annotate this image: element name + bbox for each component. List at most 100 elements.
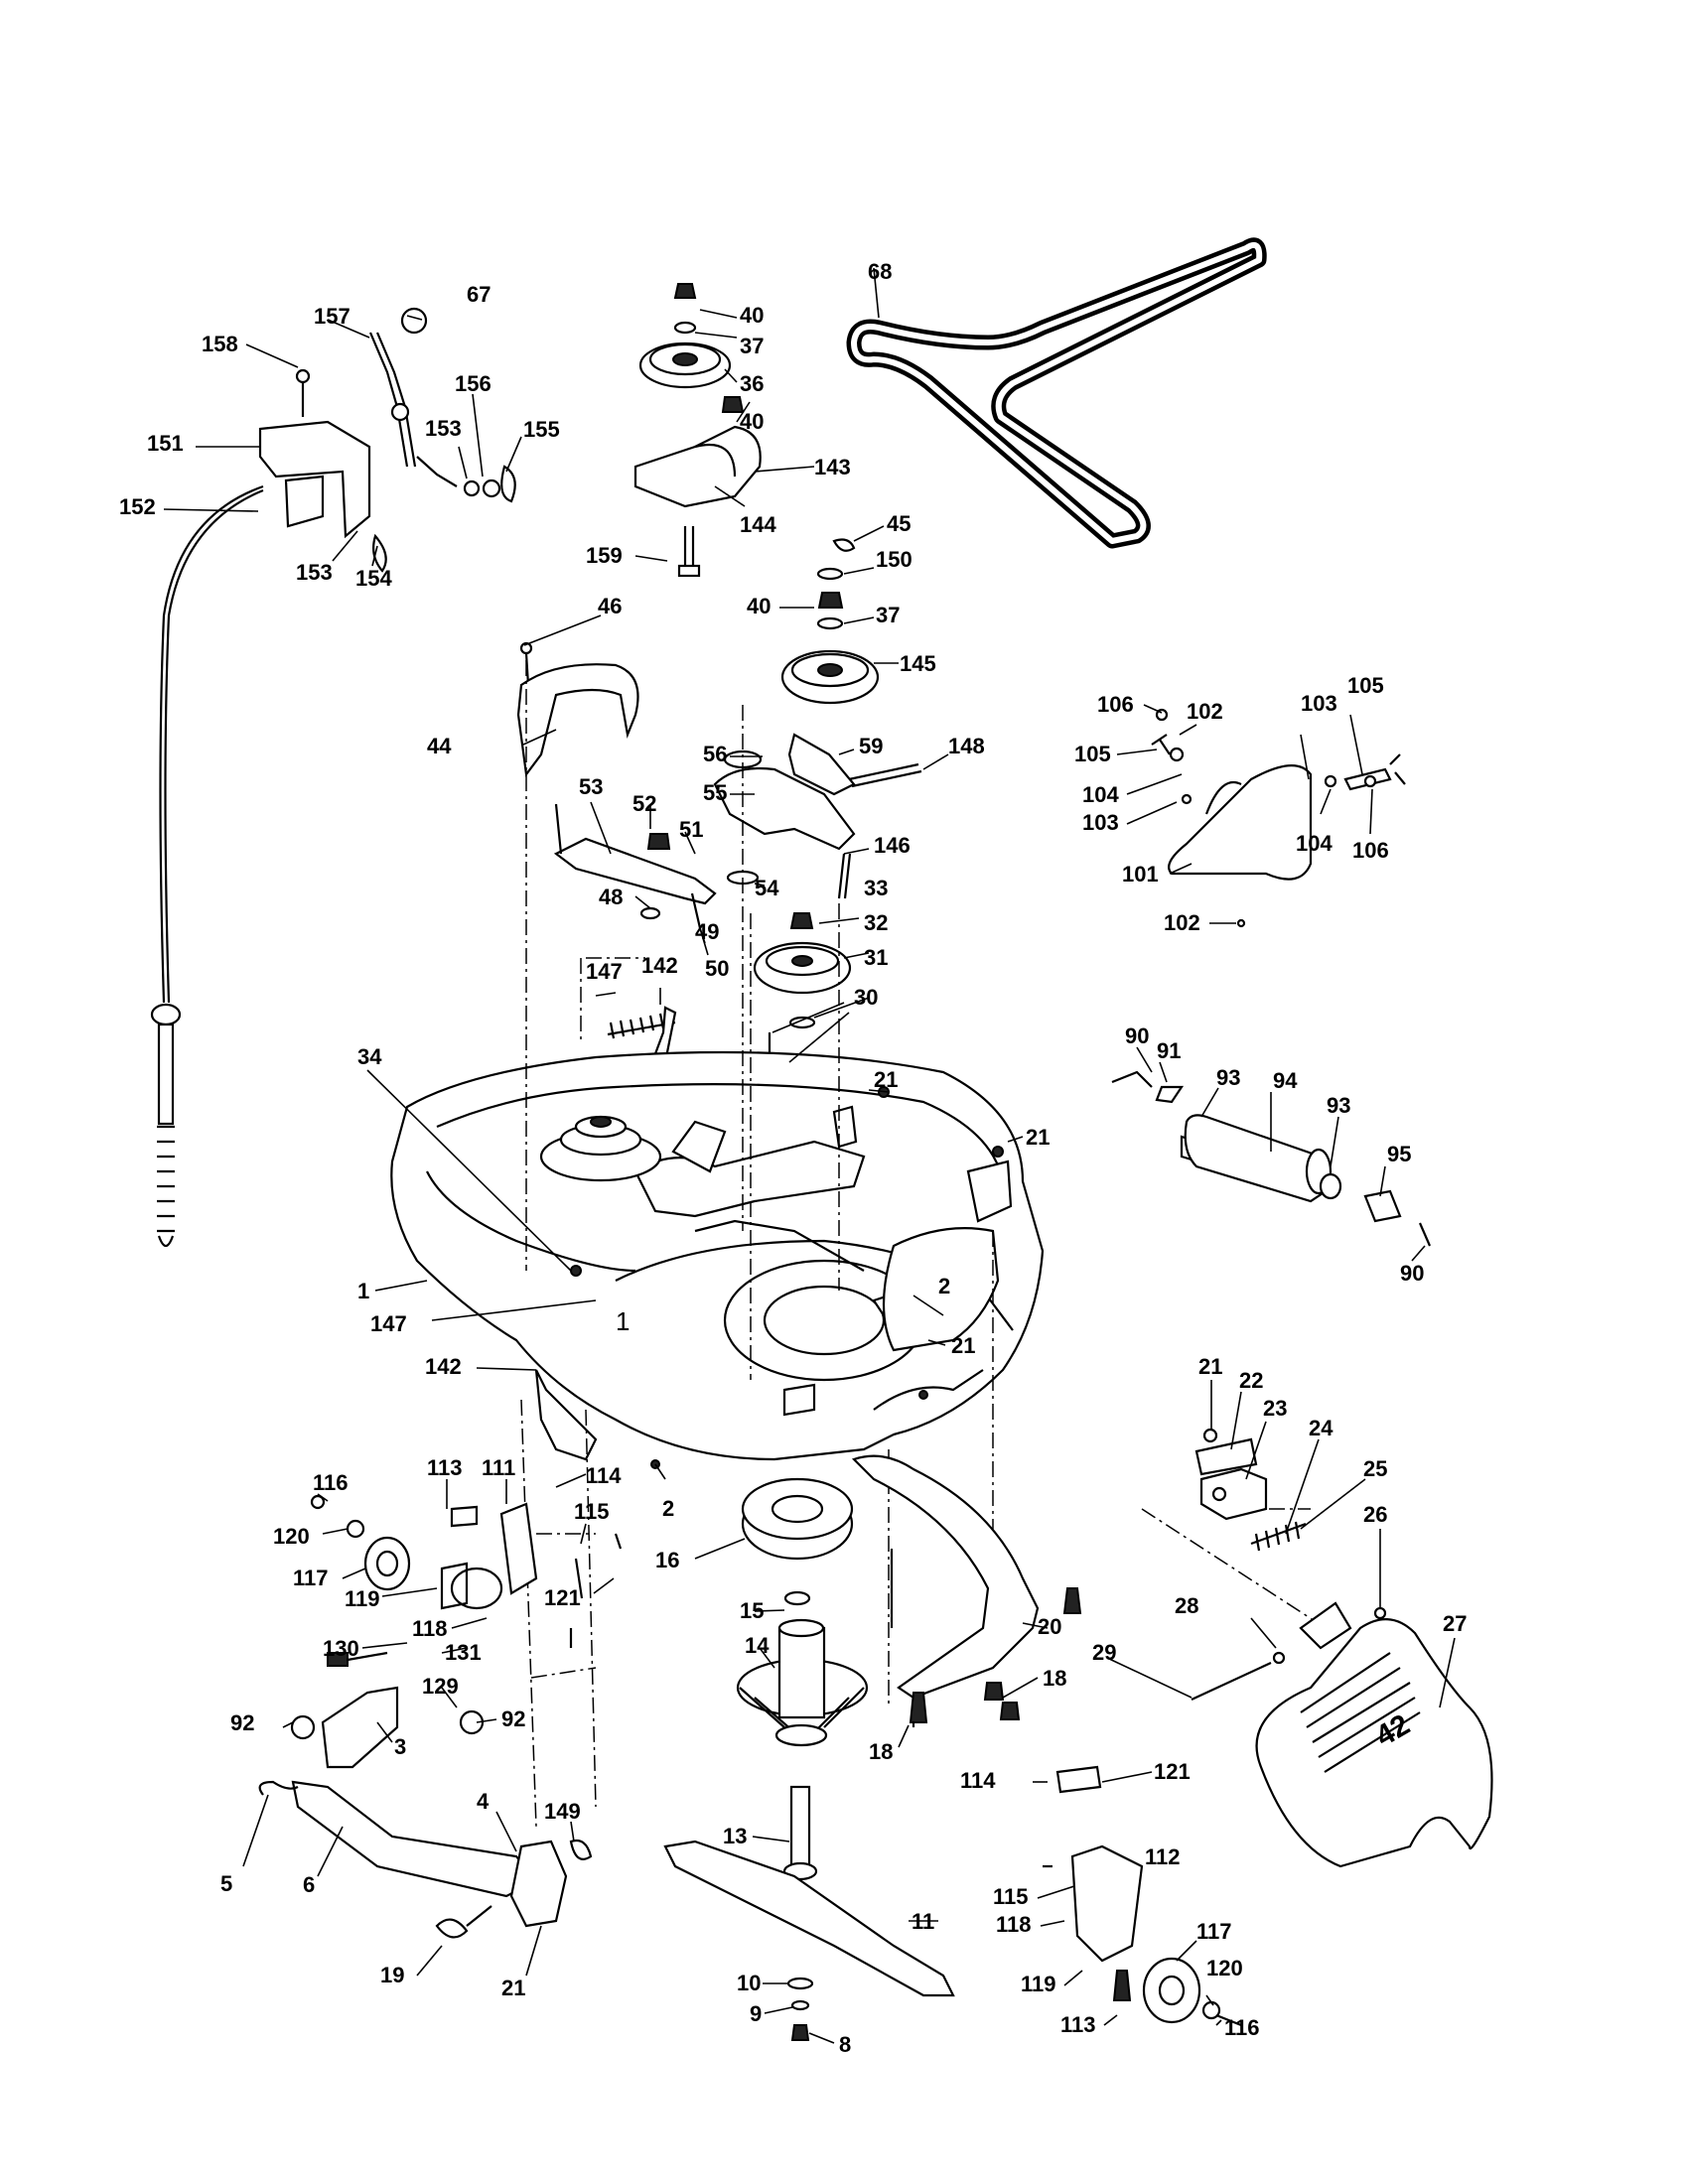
part-label: 40 [740,409,764,434]
part-label: 153 [296,560,333,585]
part-label: 116 [313,1470,349,1495]
gauge-wheel-right [1043,1765,1242,2027]
part-label: 19 [380,1963,404,1987]
part-label: 158 [202,332,238,356]
part-label: 27 [1443,1611,1467,1636]
part-label: 157 [314,304,351,329]
part-label: 45 [887,511,911,536]
lift-cable [159,484,264,1004]
part-label: 114 [960,1768,996,1793]
part-label: 22 [1239,1368,1263,1393]
deck-housing: 1 [390,1050,1045,1461]
part-label: 114 [586,1463,622,1488]
part-label: 91 [1157,1038,1181,1063]
part-label: 129 [422,1674,459,1699]
part-label: 142 [641,953,678,978]
part-label: 18 [869,1739,893,1764]
part-label: 21 [1026,1125,1050,1150]
part-label: 93 [1327,1093,1350,1118]
part-label: 44 [427,734,452,758]
part-label: 156 [455,371,491,396]
part-label: 120 [1206,1956,1243,1980]
part-label: 40 [747,594,771,618]
assembly-dash-lines [520,660,1327,1828]
leader-lines [163,267,1456,2044]
part-label: 143 [814,455,851,479]
part-label: 51 [679,817,703,842]
part-label: 104 [1296,831,1333,856]
part-label: 37 [740,334,764,358]
part-label: 106 [1352,838,1389,863]
part-number-labels: 67 157 158 156 151 153 155 152 153 154 4… [119,259,1467,2057]
deflector-shield [1151,708,1406,928]
discharge-chute: 42 [1191,1601,1493,1868]
part-label: 23 [1263,1396,1287,1421]
part-label: 6 [303,1872,315,1897]
idler-plate [713,766,856,851]
part-label: 113 [427,1455,463,1480]
part-label: 148 [948,734,985,758]
part-label: 52 [632,791,656,816]
lift-link [291,1780,538,1898]
handle-bracket [258,420,371,539]
mower-blade [663,1840,955,1997]
part-label: 8 [839,2032,851,2057]
part-label: 59 [859,734,883,758]
part-label: 105 [1074,742,1111,766]
part-label: 153 [425,416,462,441]
part-label: 16 [655,1548,679,1572]
part-label: 130 [323,1636,359,1661]
part-label: 9 [750,2001,762,2026]
part-label: 120 [273,1524,310,1549]
part-label: 40 [740,303,764,328]
part-label: 2 [938,1274,950,1298]
part-label: 20 [1038,1614,1061,1639]
part-label: 92 [501,1706,525,1731]
part-label: 67 [467,282,491,307]
part-label: 53 [579,774,603,799]
part-label: 117 [1196,1919,1232,1944]
lift-handle-assembly [150,307,516,1248]
part-label: 118 [996,1912,1032,1937]
part-label: 147 [370,1311,407,1336]
part-label: 90 [1125,1024,1149,1048]
part-label: 101 [1122,862,1159,887]
part-label: 144 [740,512,776,537]
part-label: 10 [737,1971,761,1995]
drive-belt [846,237,1267,549]
idler-arm-assembly [553,733,922,929]
part-label: 92 [230,1710,254,1735]
part-label: 34 [357,1044,382,1069]
part-label: 102 [1187,699,1223,724]
part-label: 118 [412,1616,448,1641]
deck-pulley [753,912,852,1112]
handle-knob [400,307,428,335]
part-label: 149 [544,1799,581,1824]
part-label: 104 [1082,782,1119,807]
part-label: 113 [1060,2012,1096,2037]
deck-embossed-mark: 1 [616,1306,630,1336]
part-label: 21 [874,1067,898,1092]
part-label: 112 [1145,1844,1181,1869]
part-label: 150 [876,547,912,572]
part-label: 115 [574,1499,610,1524]
part-label: 32 [864,910,888,935]
deck-roller [1111,1070,1432,1247]
part-label: 36 [740,371,764,396]
part-label: 55 [703,780,727,805]
part-label: 151 [147,431,184,456]
part-label: 21 [501,1976,525,2000]
part-label: 142 [425,1354,462,1379]
part-label: 117 [293,1566,329,1590]
belt-guard [516,641,639,777]
part-label: 25 [1363,1456,1387,1481]
cable-spring [157,1125,175,1233]
part-label: 4 [477,1789,490,1814]
part-label: 21 [1198,1354,1222,1379]
part-label: 154 [355,566,392,591]
part-label: 29 [1092,1640,1116,1665]
part-label: 111 [482,1455,515,1480]
part-label: 121 [544,1585,581,1610]
part-label: 116 [1224,2015,1260,2040]
